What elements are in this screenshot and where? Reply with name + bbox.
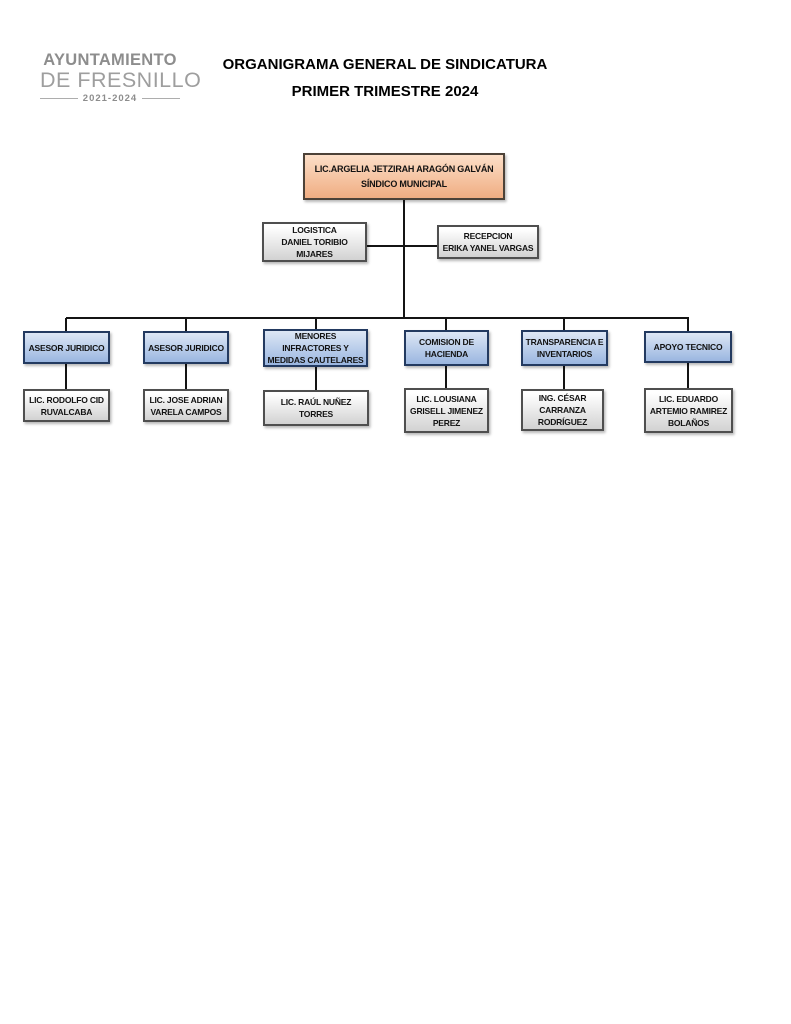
municipality-logo: AYUNTAMIENTO DE FRESNILLO 2021-2024: [40, 51, 202, 104]
org-node-title: APOYO TECNICO: [653, 342, 723, 352]
org-node-name: DANIEL TORIBIO MIJARES: [281, 237, 348, 259]
org-node-person-raul-nunez: LIC. RAÚL NUÑEZ TORRES: [263, 390, 369, 426]
org-node-transparencia-inventarios: TRANSPARENCIA E INVENTARIOS: [521, 330, 608, 366]
org-node-role: SÍNDICO MUNICIPAL: [361, 178, 447, 189]
org-node-name: LIC. EDUARDO ARTEMIO RAMIREZ BOLAÑOS: [649, 393, 728, 428]
org-node-asesor-juridico-2: ASESOR JURIDICO: [143, 331, 229, 364]
logo-text-fresnillo: DE FRESNILLO: [40, 68, 202, 92]
org-node-menores-infractores: MENORES INFRACTORES Y MEDIDAS CAUTELARES: [263, 329, 368, 367]
org-node-name: LIC.ARGELIA JETZIRAH ARAGÓN GALVÁN: [314, 163, 494, 174]
org-node-person-lousiana-grisell: LIC. LOUSIANA GRISELL JIMENEZ PEREZ: [404, 388, 489, 433]
org-node-logistica: LOGISTICA DANIEL TORIBIO MIJARES: [262, 222, 367, 262]
logo-years-label: 2021-2024: [82, 93, 138, 104]
org-node-name: LIC. RODOLFO CID RUVALCABA: [29, 394, 104, 417]
org-node-person-rodolfo-cid: LIC. RODOLFO CID RUVALCABA: [23, 389, 110, 422]
org-node-name: ERIKA YANEL VARGAS: [442, 243, 534, 253]
logo-years: 2021-2024: [40, 93, 180, 104]
org-node-title: COMISION DE HACIENDA: [419, 337, 474, 359]
org-node-name: LIC. LOUSIANA GRISELL JIMENEZ PEREZ: [410, 393, 483, 428]
logo-rule-right: [142, 98, 180, 99]
org-node-title: LOGISTICA: [292, 225, 337, 235]
org-node-sindico-municipal: LIC.ARGELIA JETZIRAH ARAGÓN GALVÁN SÍNDI…: [303, 153, 505, 200]
org-node-person-cesar-carranza: ING. CÉSAR CARRANZA RODRÍGUEZ: [521, 389, 604, 431]
page-title-line2: PRIMER TRIMESTRE 2024: [291, 83, 479, 100]
page-title: ORGANIGRAMA GENERAL DE SINDICATURA PRIME…: [190, 56, 580, 101]
org-node-title: TRANSPARENCIA E INVENTARIOS: [525, 337, 604, 359]
org-node-name: LIC. RAÚL NUÑEZ TORRES: [280, 397, 352, 419]
org-node-name: LIC. JOSE ADRIAN VARELA CAMPOS: [149, 394, 223, 417]
org-node-recepcion: RECEPCION ERIKA YANEL VARGAS: [437, 225, 539, 259]
page-title-line1: ORGANIGRAMA GENERAL DE SINDICATURA: [222, 56, 548, 73]
org-node-asesor-juridico-1: ASESOR JURIDICO: [23, 331, 110, 364]
org-node-title: ASESOR JURIDICO: [28, 342, 105, 353]
org-node-title: RECEPCION: [463, 231, 513, 241]
org-node-person-jose-adrian: LIC. JOSE ADRIAN VARELA CAMPOS: [143, 389, 229, 422]
logo-rule-left: [40, 98, 78, 99]
org-node-person-eduardo-artemio: LIC. EDUARDO ARTEMIO RAMIREZ BOLAÑOS: [644, 388, 733, 433]
org-node-apoyo-tecnico: APOYO TECNICO: [644, 331, 732, 363]
org-node-comision-hacienda: COMISION DE HACIENDA: [404, 330, 489, 366]
org-node-title: ASESOR JURIDICO: [148, 342, 224, 353]
org-node-title: MENORES INFRACTORES Y MEDIDAS CAUTELARES: [267, 331, 364, 365]
logo-text-ayuntamiento: AYUNTAMIENTO: [43, 51, 177, 69]
org-node-name: ING. CÉSAR CARRANZA RODRÍGUEZ: [537, 393, 588, 427]
